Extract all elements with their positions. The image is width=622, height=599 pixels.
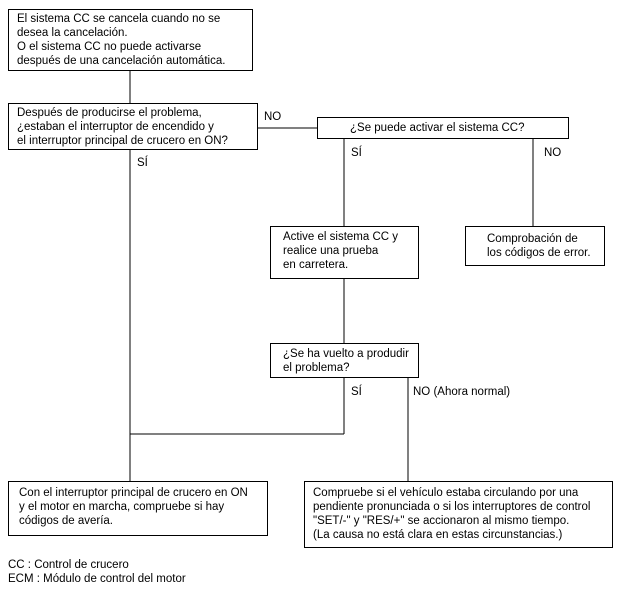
question-activate-box: ¿Se puede activar el sistema CC? — [317, 117, 569, 139]
check-codes-box: Comprobación de los códigos de error. — [465, 226, 605, 266]
question-recur-box: ¿Se ha vuelto a produdir el problema? — [270, 343, 419, 378]
question-switches-box: Después de producirse el problema, ¿esta… — [8, 103, 258, 150]
label-no-switches: NO — [264, 110, 282, 124]
label-si-activate: SÍ — [351, 146, 362, 160]
final-left-box: Con el interruptor principal de crucero … — [8, 481, 268, 536]
label-si-switches: SÍ — [137, 156, 148, 170]
activate-test-box: Active el sistema CC y realice una prueb… — [270, 226, 419, 279]
label-no-recur: NO (Ahora normal) — [413, 385, 511, 399]
legend-cc: CC : Control de crucero — [8, 559, 129, 571]
label-si-recur: SÍ — [351, 385, 362, 399]
start-box: El sistema CC se cancela cuando no se de… — [8, 9, 253, 71]
legend-ecm: ECM : Módulo de control del motor — [8, 573, 186, 585]
label-no-activate: NO — [544, 146, 562, 160]
final-right-box: Compruebe si el vehículo estaba circulan… — [304, 481, 613, 548]
